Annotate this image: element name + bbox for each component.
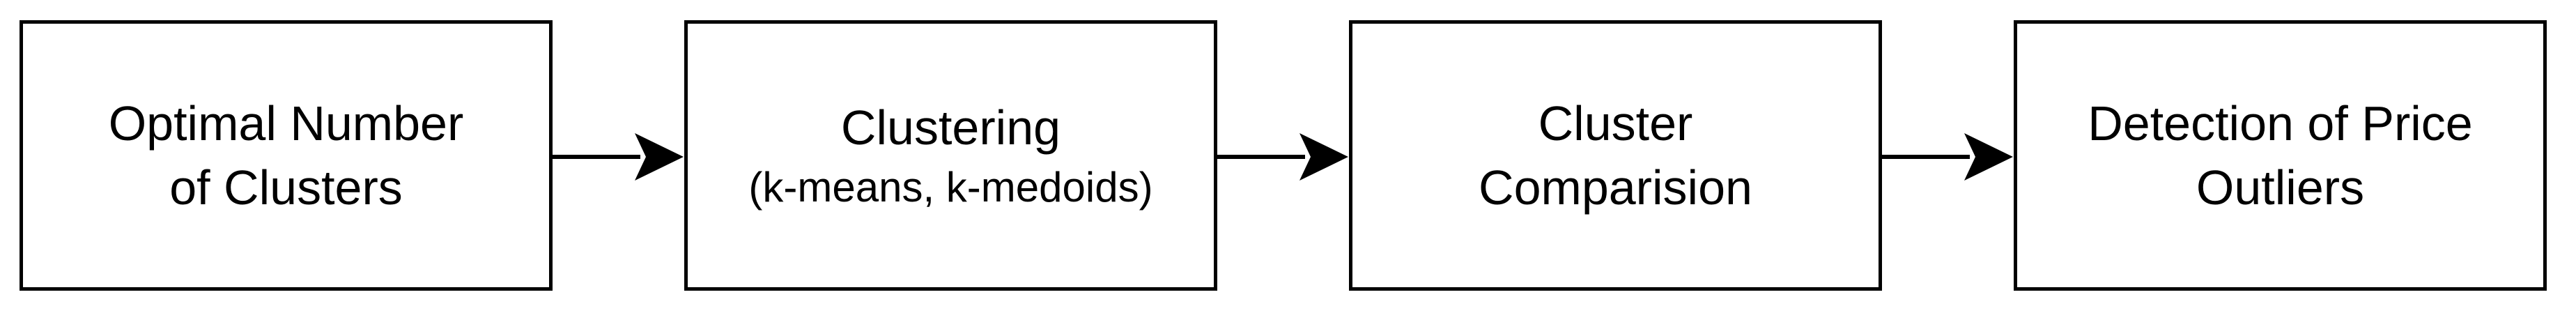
- node-label-line: Comparision: [1479, 160, 1752, 215]
- node-label-line: Cluster: [1538, 96, 1693, 151]
- node-label-line: Optimal Number: [108, 96, 464, 151]
- node-label-line: Outliers: [2196, 160, 2365, 215]
- step-optimal-number-of-clusters: Optimal Number of Clusters: [20, 20, 553, 291]
- arrow-connector: [551, 133, 684, 181]
- arrow-connector: [1216, 133, 1348, 181]
- step-cluster-comparision: Cluster Comparision: [1349, 20, 1882, 291]
- arrow-connector: [1881, 133, 2013, 181]
- node-sublabel: (k-means, k-medoids): [748, 164, 1153, 211]
- step-clustering: Clustering (k-means, k-medoids): [684, 20, 1217, 291]
- node-label-line: Clustering: [840, 100, 1061, 155]
- node-label-line: of Clusters: [169, 160, 403, 215]
- node-label-line: Detection of Price: [2088, 96, 2473, 151]
- step-detection-of-price-outliers: Detection of Price Outliers: [2014, 20, 2547, 291]
